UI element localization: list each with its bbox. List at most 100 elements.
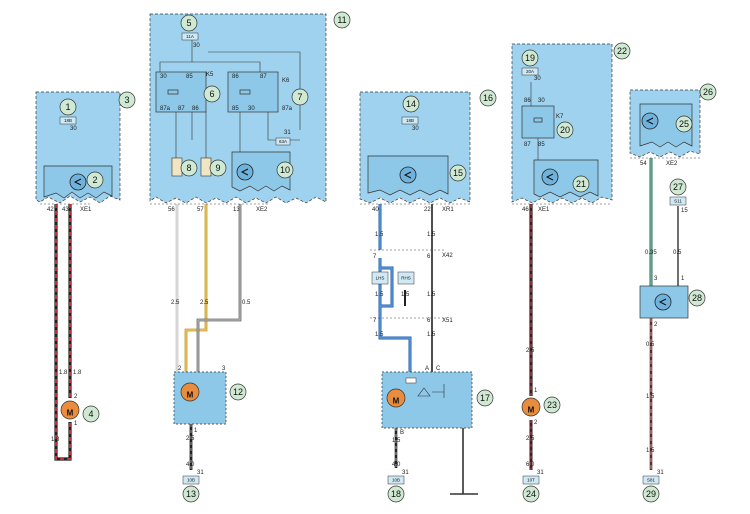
wire-size-21: 0.35 — [645, 250, 657, 256]
pin-b-17: B — [400, 430, 404, 436]
motor23-pin-1: 1 — [534, 388, 538, 394]
fuse-tag-19: 20A — [526, 69, 534, 74]
k5-pin-30: 30 — [160, 74, 167, 80]
motor23-m: M — [528, 406, 535, 415]
callout-20: 20 — [560, 125, 570, 135]
ground-tag-13: 10B — [187, 478, 195, 483]
fuse-8 — [171, 157, 183, 177]
callout-circle-28 — [688, 289, 706, 307]
x42-pin-7: 7 — [373, 254, 377, 260]
pin-19-30: 30 — [534, 76, 541, 82]
wire-size-10: 1.5 — [427, 232, 436, 238]
wire-size-23: 0.5 — [646, 342, 655, 348]
pin-40: 40 — [372, 207, 379, 213]
pin-42: 42 — [47, 207, 54, 213]
wire-size-11: 1.5 — [375, 292, 384, 298]
ground13-pin-31: 31 — [197, 470, 204, 476]
motor-23 — [521, 397, 541, 417]
ground-tag-29: S81 — [647, 478, 656, 483]
device28-pin-2: 2 — [654, 322, 658, 328]
wire-size-7: 2.5 — [186, 436, 195, 442]
control-icon-10 — [236, 163, 254, 181]
callout-circle-25 — [675, 115, 693, 133]
fuse-tag-27: S11 — [674, 199, 682, 204]
callout-15: 15 — [453, 168, 463, 178]
tag-box-24 — [522, 475, 540, 485]
fuse-tags: 18B 11A 63A 18B 20A S11 10B 10B 10T S81 … — [64, 34, 682, 483]
k7-pin-30: 30 — [538, 98, 545, 104]
device28-pin-3: 3 — [654, 276, 658, 282]
callout-circle-23 — [543, 396, 561, 414]
wire-size-2: 1.8 — [73, 370, 82, 376]
callout-22: 22 — [617, 46, 627, 56]
wire-size-3: 1.8 — [51, 437, 60, 443]
callout-8: 8 — [186, 163, 191, 173]
connector-xe2-block11: XE2 — [256, 207, 268, 213]
callout-circle-10 — [276, 161, 294, 179]
wire-40 — [378, 204, 412, 372]
connector-x42: X42 — [442, 253, 453, 259]
diode-switch-17 — [417, 384, 445, 398]
pin-14-30: 30 — [412, 126, 419, 132]
wire-size-16: 1.5 — [392, 438, 401, 444]
connector-xe2-block26: XE2 — [666, 161, 678, 167]
pin-43: 43 — [62, 207, 69, 213]
wire-57 — [184, 204, 208, 372]
x51-pin-7: 7 — [373, 318, 377, 324]
fuse-9 — [200, 157, 212, 177]
rhs-label: RHS — [401, 276, 411, 281]
tag-box-5 — [181, 32, 199, 41]
callout-5: 5 — [186, 18, 191, 28]
wire-size-5: 2.5 — [200, 300, 209, 306]
fuse-tag-5: 11A — [186, 34, 194, 39]
k7-pin-87: 87 — [524, 142, 531, 148]
callout-12: 12 — [233, 387, 243, 397]
k6-pin-87a: 87a — [282, 106, 293, 112]
relay-coils — [167, 89, 543, 123]
callout-circle-29 — [642, 485, 660, 503]
tag-box-19 — [521, 67, 539, 76]
callout-10: 10 — [280, 165, 290, 175]
motor-17 — [386, 388, 406, 408]
pin-13: 13 — [233, 207, 240, 213]
callout-circle-18 — [387, 485, 405, 503]
wire-42 — [54, 204, 72, 461]
callout-circle-7 — [291, 88, 309, 106]
control-icon-25 — [641, 112, 659, 130]
fuse-tag-1: 18B — [64, 118, 72, 123]
callout-circle-14 — [402, 95, 420, 113]
callout-circle-22 — [613, 42, 631, 60]
wire-size-18: 2.5 — [526, 348, 535, 354]
motor12-pin-3: 3 — [222, 366, 226, 372]
callout-circle-13 — [182, 485, 200, 503]
relay-k6 — [227, 71, 279, 113]
callout-19: 19 — [525, 53, 535, 63]
callout-circle-12 — [229, 383, 247, 401]
tag-box-13 — [182, 475, 200, 485]
pin-labels: 30 30 30 30 15 K5 K6 K7 30 85 87a 87 86 … — [47, 43, 688, 476]
connector-lines — [40, 157, 700, 319]
k5-pin-86: 86 — [192, 106, 199, 112]
callout-circle-11 — [333, 11, 351, 29]
pin-1-30: 30 — [70, 126, 77, 132]
ground18-pin-31: 31 — [402, 470, 409, 476]
callout-21: 21 — [576, 179, 586, 189]
callout-26: 26 — [703, 87, 713, 97]
tag-box-14 — [401, 116, 419, 125]
connector-xe1-block22: XE1 — [538, 207, 550, 213]
k5-pin-87: 87 — [178, 106, 185, 112]
callout-circle-8 — [180, 159, 198, 177]
connector-x51: X51 — [442, 318, 453, 324]
pin-54: 54 — [640, 161, 647, 167]
motor12-m: M — [187, 391, 194, 400]
tag-box-1 — [59, 116, 77, 125]
pin-a-17: A — [425, 366, 429, 372]
callout-7: 7 — [297, 92, 302, 102]
wire-13-core — [197, 204, 241, 372]
wire-40-core — [379, 204, 411, 372]
box-rhs — [397, 271, 415, 285]
wire-42-stripe — [55, 204, 71, 460]
callout-16: 16 — [483, 93, 493, 103]
